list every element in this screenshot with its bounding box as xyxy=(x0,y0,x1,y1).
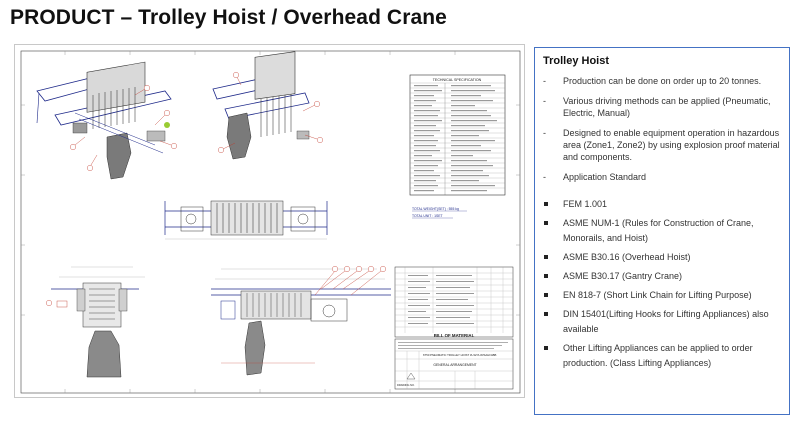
drawing-name: 6T50 PNEUMATIC TROLLEY HOIST 3U ETA W/SA… xyxy=(423,353,497,357)
list-item: -Application Standard xyxy=(543,172,647,182)
list-item: EN 818-7 (Short Link Chain for Lifting P… xyxy=(543,288,781,303)
drawing-frame xyxy=(20,50,521,394)
drawing-no-label: DRAWING NO. xyxy=(397,383,415,387)
engineering-drawing: TECHNICAL SPECIFICATION xyxy=(14,44,525,398)
technical-spec-table: TECHNICAL SPECIFICATION xyxy=(409,74,506,219)
drawing-title: GENERAL ARRANGEMENT xyxy=(433,363,476,367)
list-item: DIN 15401(Lifting Hooks for Lifting Appl… xyxy=(543,307,781,337)
list-item: ASME B30.17 (Gantry Crane) xyxy=(543,269,781,284)
total-unit-label: TOTAL UNIT : 1SET xyxy=(412,214,443,218)
zone-ticks xyxy=(21,51,520,393)
bullet-square-icon xyxy=(544,202,548,206)
side-view xyxy=(46,266,145,378)
bullet-square-icon xyxy=(544,255,548,259)
bullet-square-icon xyxy=(544,221,548,225)
front-view xyxy=(164,200,328,240)
elevation-view xyxy=(211,265,391,376)
list-item: -Production can be done on order up to 2… xyxy=(543,76,762,86)
bullet-square-icon xyxy=(544,293,548,297)
bom-title: BILL OF MATERIAL xyxy=(434,333,475,338)
warning-icon xyxy=(406,372,416,380)
drawing-canvas: TECHNICAL SPECIFICATION xyxy=(20,50,521,394)
standards-list: FEM 1.001 ASME NUM-1 (Rules for Construc… xyxy=(543,197,781,371)
list-item: -Various driving methods can be applied … xyxy=(543,96,771,118)
page-title: PRODUCT – Trolley Hoist / Overhead Crane xyxy=(10,6,447,29)
total-weight-label: TOTAL WEIGHT(SET) : 555 kg xyxy=(412,207,459,211)
iso-view-right xyxy=(212,51,324,160)
feature-list: -Production can be done on order up to 2… xyxy=(543,75,781,183)
list-item: Other Lifting Appliances can be applied … xyxy=(543,341,781,371)
bill-of-material: BILL OF MATERIAL 6T50 PNEUMATIC TROLLEY … xyxy=(394,266,514,390)
info-panel: Trolley Hoist -Production can be done on… xyxy=(534,47,790,415)
bullet-square-icon xyxy=(544,346,548,350)
bullet-square-icon xyxy=(544,274,548,278)
info-heading: Trolley Hoist xyxy=(543,55,610,67)
list-item: ASME B30.16 (Overhead Hoist) xyxy=(543,250,781,265)
bullet-square-icon xyxy=(544,312,548,316)
list-item: -Designed to enable equipment operation … xyxy=(543,128,780,162)
spec-table-fill xyxy=(414,85,497,192)
iso-view-left xyxy=(36,61,177,180)
spec-table-title: TECHNICAL SPECIFICATION xyxy=(433,78,482,82)
list-item: ASME NUM-1 (Rules for Construction of Cr… xyxy=(543,216,781,246)
list-item: FEM 1.001 xyxy=(543,197,781,212)
